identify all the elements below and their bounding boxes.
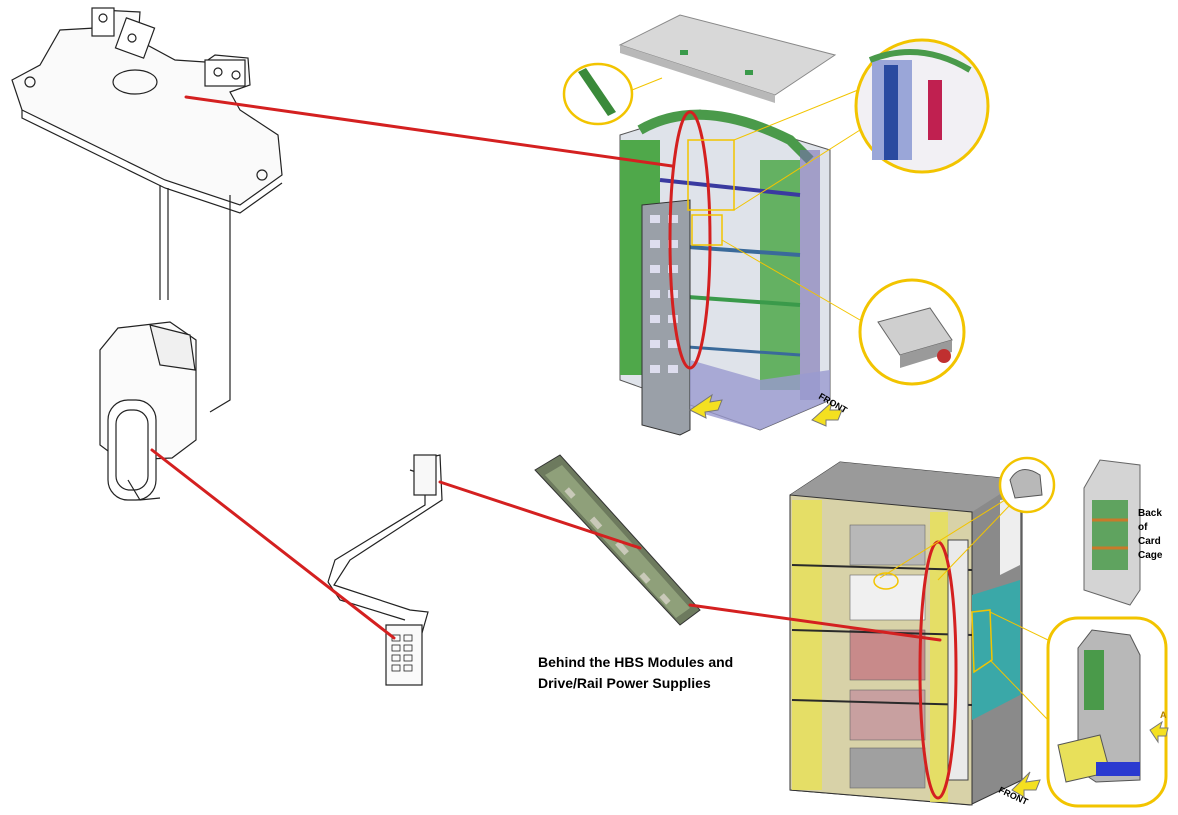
leader-board-to-cabinet — [688, 603, 942, 642]
highlight-oval-top — [668, 110, 712, 370]
callout-clip — [721, 239, 966, 386]
leader-connector-to-cable — [150, 448, 396, 640]
leader-lines — [150, 95, 942, 642]
callout-module-slide: A — [1046, 616, 1169, 808]
leader-bracket-to-frame — [184, 95, 674, 168]
cage-label-card: Card — [1138, 536, 1161, 547]
ribbon-cable-part — [327, 454, 443, 686]
back-of-card-cage — [1083, 459, 1141, 606]
cabinet: FRONT — [789, 461, 1049, 807]
cage-label-cage: Cage — [1138, 550, 1163, 561]
caption-line-1: Behind the HBS Modules and — [538, 654, 734, 670]
leader-cable-to-board — [438, 480, 642, 550]
callout-detail-top — [733, 38, 990, 211]
callout-small-board — [562, 62, 663, 126]
cage-label-of: of — [1138, 522, 1148, 533]
chassis-frame: FRONT — [618, 14, 849, 436]
caption-line-2: Drive/Rail Power Supplies — [538, 675, 711, 691]
bracket-part — [11, 7, 283, 501]
cage-label-back: Back — [1138, 508, 1162, 519]
callout-cabinet-clip — [998, 456, 1056, 514]
side-label-a: A — [1160, 710, 1167, 720]
